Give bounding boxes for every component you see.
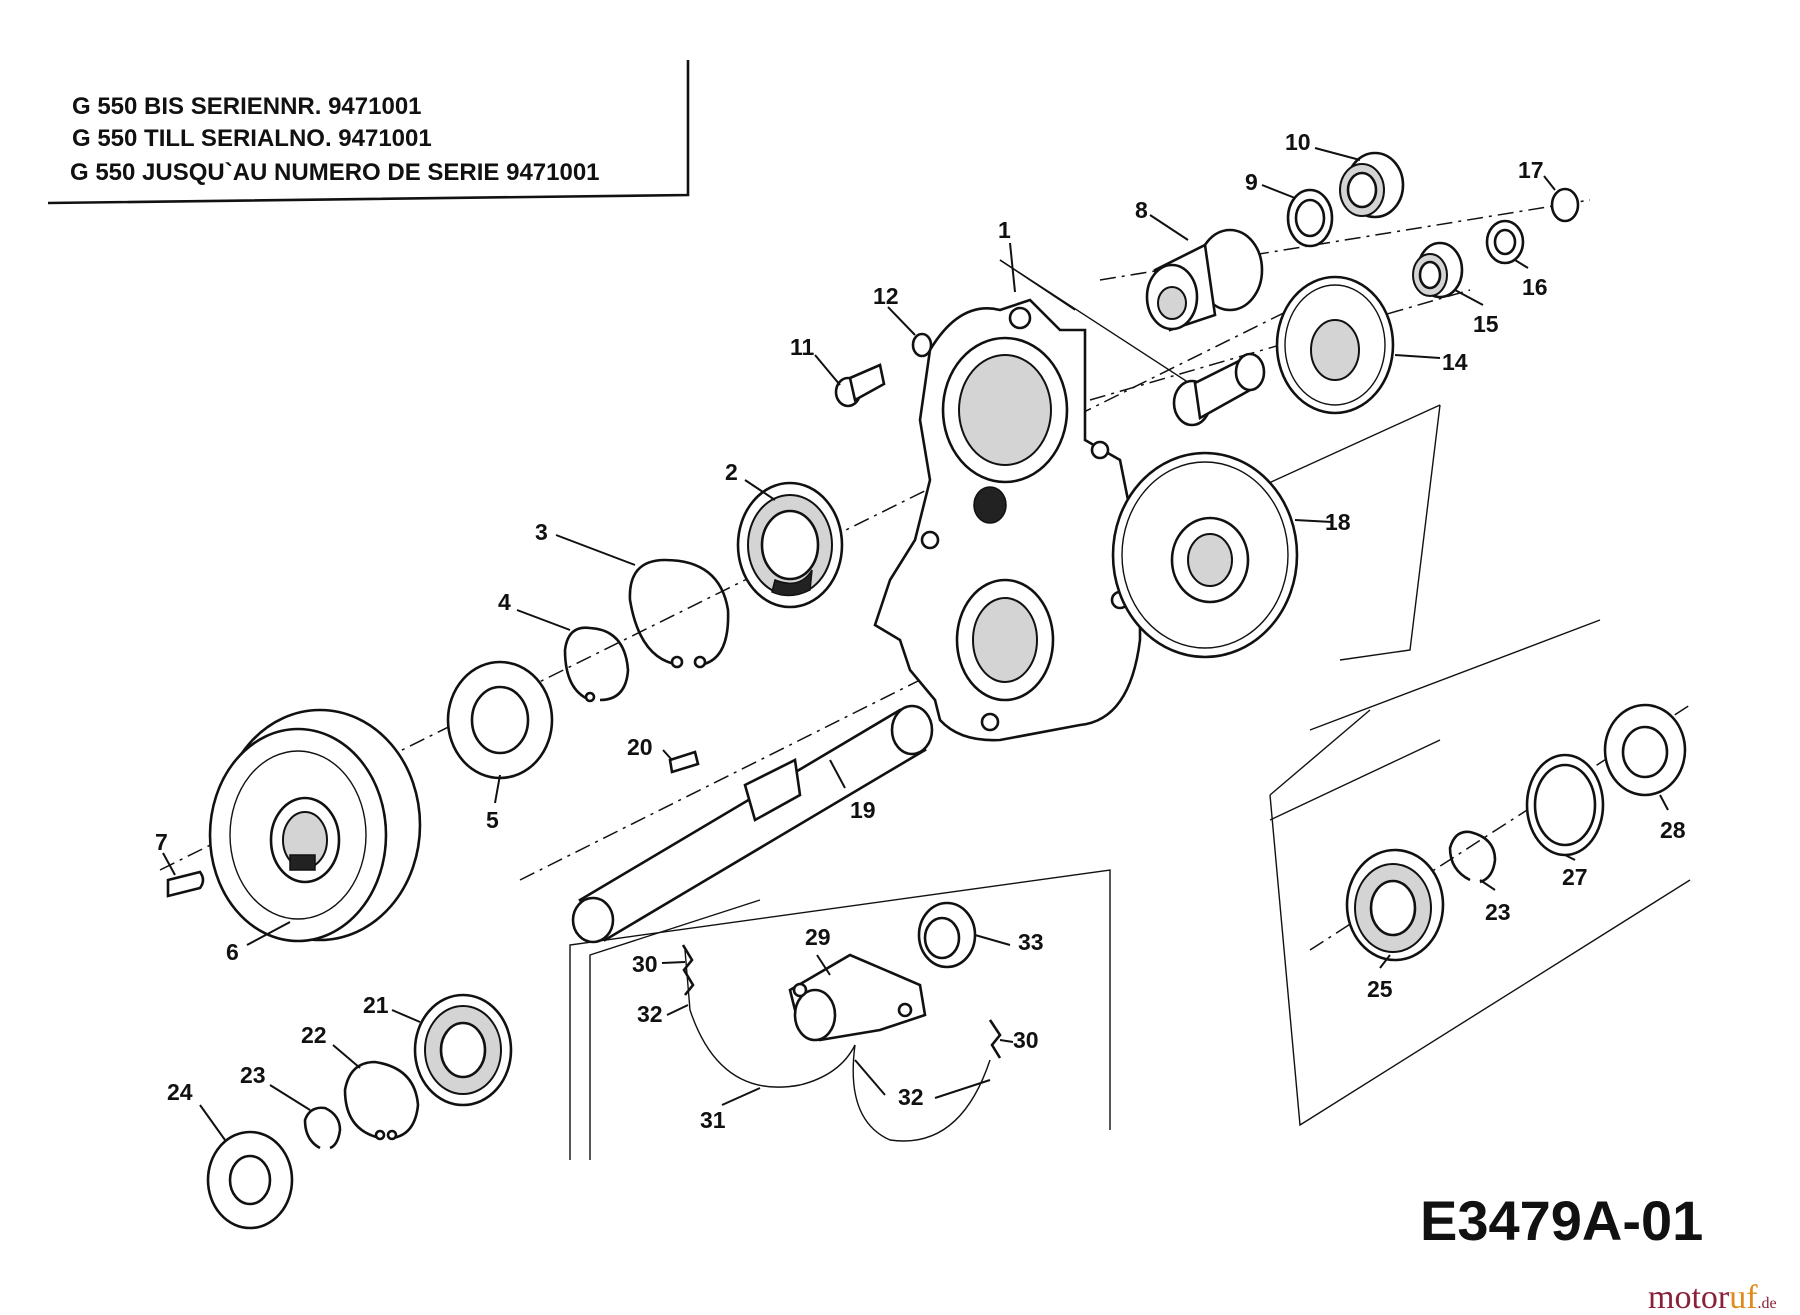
header-box: G 550 BIS SERIENNR. 9471001 G 550 TILL S… <box>47 60 690 205</box>
main-shaft-19 <box>571 704 934 944</box>
callout-7: 7 <box>155 829 168 855</box>
callout-24: 24 <box>167 1079 193 1105</box>
callout-leaders <box>162 147 1669 1141</box>
callout-19: 19 <box>850 797 876 823</box>
gear-shaft-8 <box>1145 228 1264 332</box>
callout-8: 8 <box>1135 197 1148 223</box>
gear-14 <box>1275 275 1395 415</box>
callout-2: 2 <box>725 459 738 485</box>
snap-ring-23-right <box>1448 830 1497 884</box>
callout-21: 21 <box>363 992 389 1018</box>
header-line-2: G 550 TILL SERIALNO. 9471001 <box>72 125 432 152</box>
washer-16 <box>1485 219 1525 265</box>
callout-14: 14 <box>1442 349 1468 375</box>
callout-17: 17 <box>1518 157 1544 183</box>
callout-28: 28 <box>1660 817 1686 843</box>
ball-bearing-25 <box>1345 848 1445 962</box>
motoruf-logo: motoruf.de <box>1648 1279 1777 1315</box>
header-line-1: G 550 BIS SERIENNR. 9471001 <box>72 93 422 120</box>
snap-ring-4 <box>563 626 630 703</box>
callout-29: 29 <box>805 924 831 950</box>
callout-30-left: 30 <box>632 951 658 977</box>
seal-28 <box>1603 703 1687 797</box>
bolt-11 <box>834 363 886 408</box>
ball-bearing-21 <box>413 993 513 1107</box>
gear-housing <box>873 298 1142 742</box>
callout-31: 31 <box>700 1107 726 1133</box>
construction-lines <box>569 259 1691 1160</box>
callout-23-right: 23 <box>1485 899 1511 925</box>
callout-11: 11 <box>790 334 815 360</box>
figure-code: E3479A-01 <box>1420 1189 1703 1252</box>
svg-text:motoruf.de: motoruf.de <box>1648 1279 1777 1315</box>
large-gear-18 <box>1111 451 1299 659</box>
callout-6: 6 <box>226 939 239 965</box>
callout-5: 5 <box>486 807 499 833</box>
flange-29 <box>788 953 927 1042</box>
washer-24 <box>206 1130 294 1230</box>
callout-32-left: 32 <box>637 1001 663 1027</box>
stub-shaft <box>1172 352 1266 427</box>
washer-27 <box>1525 753 1605 857</box>
snap-ring-23-left <box>303 1106 342 1150</box>
needle-bearing-15 <box>1412 241 1464 299</box>
clip-17 <box>1550 187 1580 223</box>
callout-32-right: 32 <box>898 1084 924 1110</box>
key-20 <box>668 750 700 774</box>
ball-bearing-2 <box>736 481 844 609</box>
callout-16: 16 <box>1522 274 1548 300</box>
seal-33 <box>917 901 977 969</box>
callout-18: 18 <box>1325 509 1351 535</box>
key-7 <box>166 870 205 898</box>
washer-5 <box>446 660 554 780</box>
callout-12: 12 <box>873 283 899 309</box>
washer-9 <box>1286 188 1334 248</box>
washer-12 <box>911 332 933 358</box>
callout-1: 1 <box>998 217 1011 243</box>
callout-23-left: 23 <box>240 1062 266 1088</box>
callout-9: 9 <box>1245 169 1258 195</box>
callout-20: 20 <box>627 734 653 760</box>
callout-22: 22 <box>301 1022 327 1048</box>
snap-ring-22 <box>343 1060 420 1141</box>
callout-25: 25 <box>1367 976 1393 1002</box>
v-belt-pulley-6 <box>208 708 422 943</box>
callout-4: 4 <box>498 589 511 615</box>
callout-15: 15 <box>1473 311 1499 337</box>
callout-33: 33 <box>1018 929 1044 955</box>
callout-numbers: 1 2 3 4 5 6 7 8 9 10 11 12 14 15 16 17 1… <box>155 129 1686 1133</box>
callout-10: 10 <box>1285 129 1311 155</box>
needle-bearing-10 <box>1339 151 1405 219</box>
callout-3: 3 <box>535 519 548 545</box>
callout-27: 27 <box>1562 864 1588 890</box>
header-line-3: G 550 JUSQU`AU NUMERO DE SERIE 9471001 <box>70 159 600 186</box>
wire-clips <box>681 944 1002 1142</box>
callout-30-right: 30 <box>1013 1027 1039 1053</box>
snap-ring-3 <box>628 558 730 669</box>
